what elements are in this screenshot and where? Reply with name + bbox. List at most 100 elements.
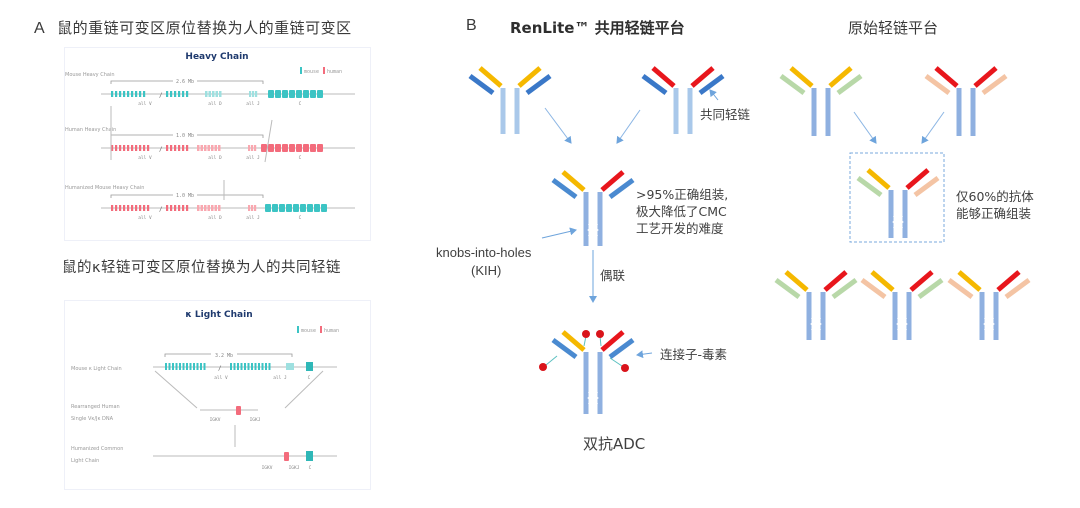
light-chain (1004, 277, 1031, 300)
v-segment (165, 363, 167, 370)
v-segment (182, 363, 185, 370)
c-segment (307, 204, 313, 212)
human-vj-segment (236, 406, 241, 415)
v-segment (175, 363, 178, 370)
heavy-chain-arm (957, 270, 982, 292)
j-label: all J (246, 101, 260, 107)
v-segment (186, 363, 188, 370)
toxin (539, 363, 547, 371)
j-segment (249, 91, 252, 97)
c-segment (300, 204, 306, 212)
common-light-chain-label: 共同轻链 (700, 107, 751, 122)
parent-antibody-b (641, 66, 725, 134)
v-segment (178, 145, 181, 151)
knob-into-hole (810, 317, 815, 331)
light-chain-heading: κ Light Chain (185, 310, 252, 320)
heavy-chain-arm (828, 66, 853, 88)
v-segment (127, 205, 130, 211)
v-segment (261, 363, 264, 370)
assembly-rate-note-1: 仅60%的抗体 (956, 189, 1034, 204)
v-label: all V (138, 215, 152, 221)
d-segment (211, 145, 214, 151)
c-segment (282, 90, 288, 98)
v-segment (131, 145, 134, 151)
igkj-label: IGKJ (250, 417, 261, 423)
c-segment (303, 90, 309, 98)
light-chain (831, 277, 858, 300)
knob-into-hole (903, 317, 908, 331)
knob-into-hole (983, 317, 988, 331)
heavy-chain-arm (600, 170, 625, 192)
v-segment (186, 205, 189, 211)
v-segment (111, 205, 114, 211)
c-label: C (309, 465, 312, 471)
v-segment (268, 363, 271, 370)
light-chain (860, 277, 887, 300)
heavy-chain-arm (478, 66, 503, 88)
d-segment (200, 205, 203, 211)
v-segment (139, 91, 142, 97)
panel-b-letter: B (466, 17, 477, 34)
v-segment (230, 363, 232, 370)
c-label: C (308, 375, 311, 381)
legend-human-label: human (327, 69, 342, 75)
v-segment (143, 205, 146, 211)
linker (609, 357, 623, 367)
j-label: all J (246, 155, 260, 161)
heavy-chain-arm (973, 66, 998, 88)
d-segment (205, 91, 208, 97)
d-segment (208, 91, 211, 97)
rearranged-label-1: Rearranged Human (71, 404, 120, 410)
v-segment (111, 91, 114, 97)
light-chain (856, 175, 883, 198)
arrow-common-light-chain (709, 89, 719, 101)
heavy-chain-arm (517, 66, 542, 88)
size-label: 3.2 Mb (215, 353, 233, 359)
knob-into-hole (899, 215, 904, 229)
v-segment (170, 91, 173, 97)
c-segment (275, 144, 281, 152)
v-segment (186, 145, 189, 151)
c-segment (293, 204, 299, 212)
v-segment (182, 145, 185, 151)
light-chain (551, 177, 578, 200)
mispaired-antibody (774, 270, 858, 340)
v-segment (258, 363, 260, 370)
d-label: all D (208, 215, 222, 221)
row-label: Human Heavy Chain (65, 127, 116, 133)
j-label: all J (246, 215, 260, 221)
light-chain-diagram: κ Light Chain mouse human Mouse κ Light … (71, 299, 339, 471)
assembly-note-2: 极大降低了CMC (636, 204, 727, 219)
legend-mouse-label: mouse (301, 328, 316, 334)
v-label: all V (138, 155, 152, 161)
v-segment (123, 91, 126, 97)
v-segment (182, 205, 185, 211)
arrow-linker-toxin (636, 350, 653, 359)
c-segment (265, 204, 271, 212)
d-label: all D (208, 155, 222, 161)
arrow-to-bispecific (616, 109, 641, 144)
svg-text:/: / (159, 92, 163, 99)
v-segment (166, 91, 169, 97)
knob-into-hole (587, 223, 592, 237)
c-label: C (299, 215, 302, 221)
light-chain-panel: κ Light Chain mouse human Mouse κ Light … (64, 299, 371, 490)
legend-human-swatch (320, 326, 322, 333)
c-segment (282, 144, 288, 152)
v-segment (172, 363, 174, 370)
mouse-kappa-label: Mouse κ Light Chain (71, 366, 122, 372)
heavy-chain-arm (789, 66, 814, 88)
mispaired-antibody (860, 270, 944, 340)
light-chain (913, 175, 940, 198)
light-chain (947, 277, 974, 300)
v-segment (179, 363, 181, 370)
knob-into-hole (990, 317, 995, 331)
igkv-label: IGKV (210, 417, 221, 423)
humanized-vj-segment (284, 452, 289, 461)
light-chain (608, 177, 635, 200)
v-segment (182, 91, 185, 97)
rearranged-label-2: Single Vκ/Jκ DNA (71, 416, 114, 422)
